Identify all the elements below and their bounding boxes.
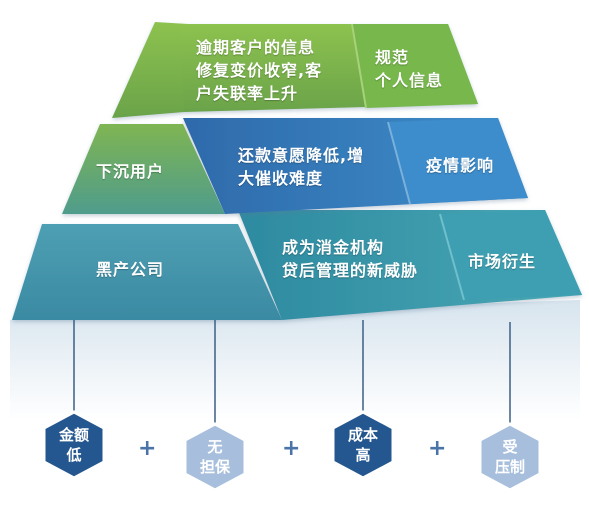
factor-label-3: 成本 高 bbox=[347, 426, 378, 464]
plus-operator-1: + bbox=[138, 436, 157, 461]
tier-1-left-label: 逾期客户的信息 修复变价收窄,客 户失联率上升 bbox=[196, 38, 323, 103]
tier-3-right-block bbox=[440, 210, 582, 300]
tier-2-green-face bbox=[62, 124, 225, 214]
tier-2-right-label: 疫情影响 bbox=[426, 156, 495, 175]
tier-1-divider bbox=[351, 23, 367, 109]
tier-2-right-block bbox=[388, 118, 528, 204]
factor-label-1: 金额 低 bbox=[58, 426, 89, 464]
tier-3-green-label: 黑产公司 bbox=[96, 260, 165, 279]
tier-1-right-block bbox=[352, 24, 478, 108]
factor-hex-2 bbox=[183, 422, 247, 492]
plus-operator-2: + bbox=[282, 436, 301, 461]
tier-1 bbox=[112, 22, 478, 118]
tier-3-divider bbox=[439, 213, 465, 301]
factor-hex-3 bbox=[331, 410, 395, 480]
factor-label-4: 受 压制 bbox=[494, 438, 525, 476]
tier-3-right-label: 市场衍生 bbox=[468, 252, 537, 271]
factor-hexagons bbox=[42, 410, 542, 492]
plus-operator-3: + bbox=[428, 436, 447, 461]
tier-1-right-label: 规范 个人信息 bbox=[375, 48, 444, 90]
factor-label-2: 无 担保 bbox=[199, 438, 230, 476]
tier-2-middle-label: 还款意愿降低,增 大催收难度 bbox=[238, 146, 365, 188]
tier-2 bbox=[62, 118, 528, 214]
factor-hex-1 bbox=[42, 410, 106, 480]
tier-3-middle-label: 成为消金机构 贷后管理的新威胁 bbox=[282, 238, 419, 280]
tier-2-green-label: 下沉用户 bbox=[96, 162, 165, 181]
tier-3-green-face bbox=[12, 224, 282, 320]
factor-hex-4 bbox=[478, 422, 542, 492]
tier-2-divider bbox=[387, 121, 411, 205]
tier-1-green-face bbox=[112, 22, 188, 118]
pyramid-reflection bbox=[10, 300, 580, 420]
tier-3 bbox=[12, 210, 582, 320]
